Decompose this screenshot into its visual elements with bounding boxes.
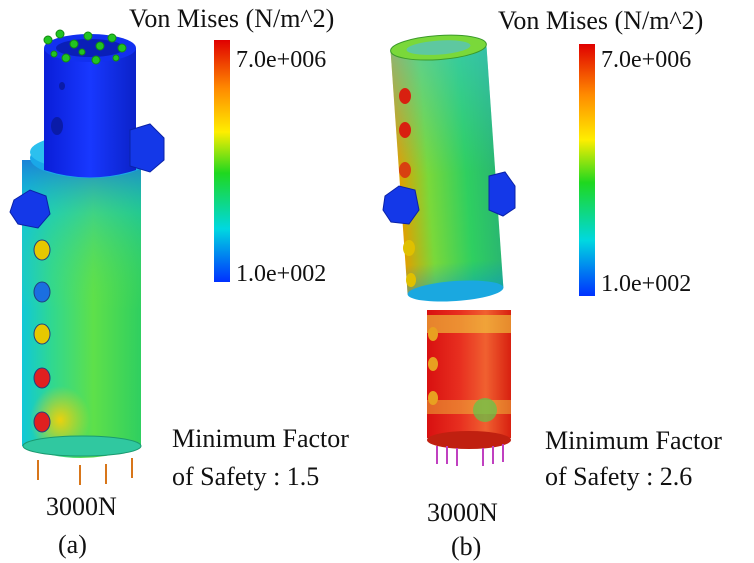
legend-title-b: Von Mises (N/m^2) xyxy=(498,6,704,35)
legend-max-b: 7.0e+006 xyxy=(601,47,692,73)
stress-model-b xyxy=(382,34,595,466)
safety-label-a-line2: of Safety : 1.5 xyxy=(172,462,320,491)
color-scale-bar-b xyxy=(579,44,595,296)
color-scale-bar-a xyxy=(214,40,230,282)
panel-b: Von Mises (N/m^2) 7.0e+006 1.0e+002 Mini… xyxy=(377,0,754,563)
holes-b-lower xyxy=(428,327,438,405)
stress-model-a xyxy=(9,29,230,485)
support-pins-a xyxy=(37,458,133,485)
panel-a: Von Mises (N/m^2) 7.0e+006 1.0e+002 Mini… xyxy=(9,4,349,559)
caption-a: (a) xyxy=(58,530,87,559)
force-arrows-b xyxy=(436,444,504,466)
safety-label-b-line2: of Safety : 2.6 xyxy=(545,462,693,491)
legend-title-a: Von Mises (N/m^2) xyxy=(129,4,335,33)
load-label-b: 3000N xyxy=(427,498,498,527)
legend-max-a: 7.0e+006 xyxy=(236,47,327,73)
safety-label-b-line1: Minimum Factor xyxy=(545,426,722,455)
load-label-a: 3000N xyxy=(46,492,117,521)
legend-min-b: 1.0e+002 xyxy=(601,271,692,297)
holes-a xyxy=(33,239,51,433)
safety-label-a-line1: Minimum Factor xyxy=(172,424,349,453)
legend-min-a: 1.0e+002 xyxy=(236,261,327,287)
fixture-arrows-a xyxy=(43,29,127,65)
holes-b-upper xyxy=(399,88,416,287)
caption-b: (b) xyxy=(451,532,482,561)
